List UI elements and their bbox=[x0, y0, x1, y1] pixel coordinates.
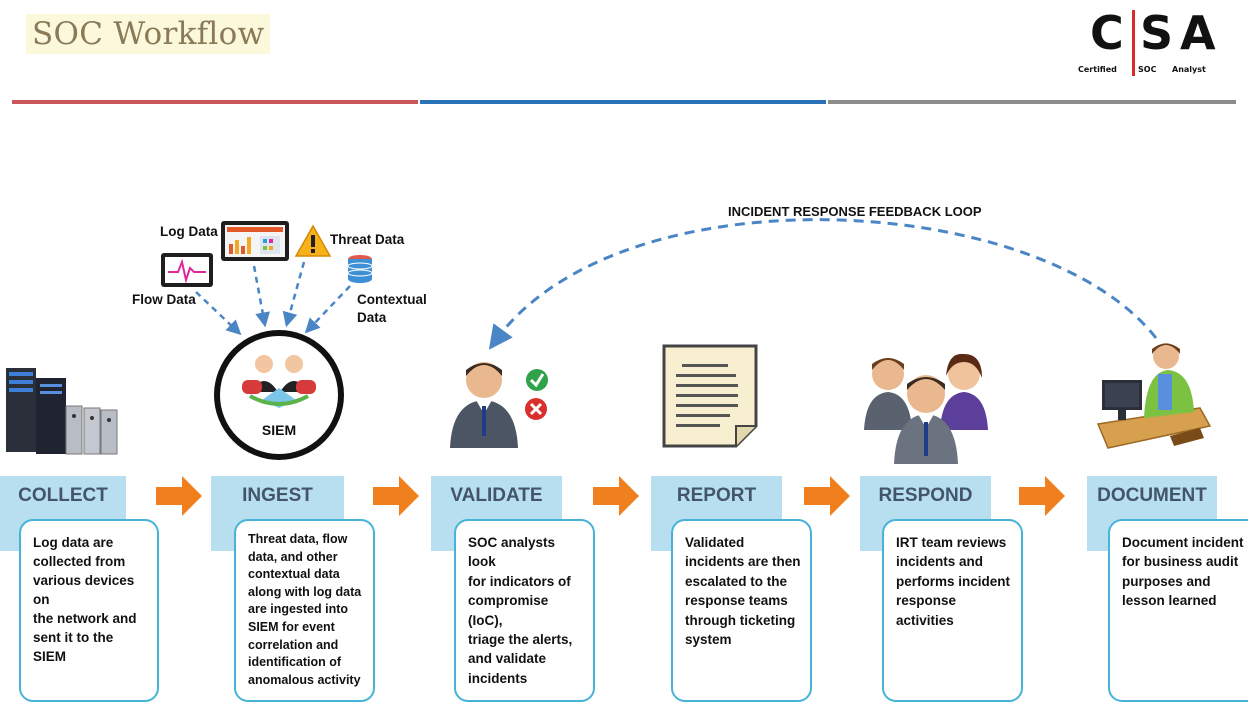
flow-arrow-2 bbox=[373, 476, 419, 516]
servers-icon bbox=[6, 368, 118, 455]
csa-logo: C S A Certified SOC Analyst bbox=[1078, 6, 1216, 78]
step-label: DOCUMENT bbox=[1097, 485, 1207, 506]
flow-arrow-1 bbox=[156, 476, 202, 516]
log-dashboard-icon bbox=[221, 221, 289, 261]
step-label: VALIDATE bbox=[450, 485, 543, 506]
contextual-data-arrow bbox=[304, 285, 351, 334]
flow-monitor-icon bbox=[161, 253, 213, 287]
feedback-loop-label: INCIDENT RESPONSE FEEDBACK LOOP bbox=[728, 204, 982, 219]
siem-people-icon bbox=[242, 355, 316, 408]
flow-arrow-4 bbox=[804, 476, 850, 516]
database-icon bbox=[347, 255, 373, 283]
siem-label: SIEM bbox=[261, 422, 297, 438]
step-label: COLLECT bbox=[18, 485, 108, 506]
document-icon bbox=[662, 344, 758, 448]
step-label: RESPOND bbox=[878, 485, 973, 506]
siem-icon: SIEM bbox=[214, 330, 344, 460]
logo-sub-certified: Certified bbox=[1078, 65, 1117, 74]
source-contextual-data: Contextual Data bbox=[357, 292, 427, 325]
logo-letter-s: S bbox=[1140, 6, 1174, 60]
threat-data-arrow bbox=[282, 261, 306, 328]
logo-divider bbox=[1132, 10, 1135, 76]
header-rule-blue bbox=[420, 100, 826, 104]
source-threat-data: Threat Data bbox=[330, 232, 405, 247]
logo-sub-soc: SOC bbox=[1138, 65, 1157, 74]
flow-arrow-5 bbox=[1019, 476, 1065, 516]
feedback-loop-arrow bbox=[488, 218, 1158, 350]
warning-icon bbox=[294, 224, 332, 257]
header-rule-gray bbox=[828, 100, 1236, 104]
flow-arrow-3 bbox=[593, 476, 639, 516]
analyst-icon bbox=[450, 362, 548, 448]
log-data-arrow bbox=[252, 265, 271, 328]
desk-worker-icon bbox=[1096, 343, 1212, 449]
step-label: REPORT bbox=[676, 485, 757, 506]
page-title: SOC Workflow bbox=[26, 14, 271, 54]
logo-sub-analyst: Analyst bbox=[1172, 65, 1206, 74]
header-rule-red bbox=[12, 100, 418, 104]
step-label: INGEST bbox=[242, 485, 313, 506]
logo-letter-a: A bbox=[1180, 6, 1216, 60]
logo-letter-c: C bbox=[1090, 6, 1124, 60]
source-log-data: Log Data bbox=[160, 224, 218, 239]
flow-data-arrow bbox=[195, 291, 242, 336]
team-icon bbox=[864, 353, 988, 464]
source-flow-data: Flow Data bbox=[132, 292, 196, 307]
